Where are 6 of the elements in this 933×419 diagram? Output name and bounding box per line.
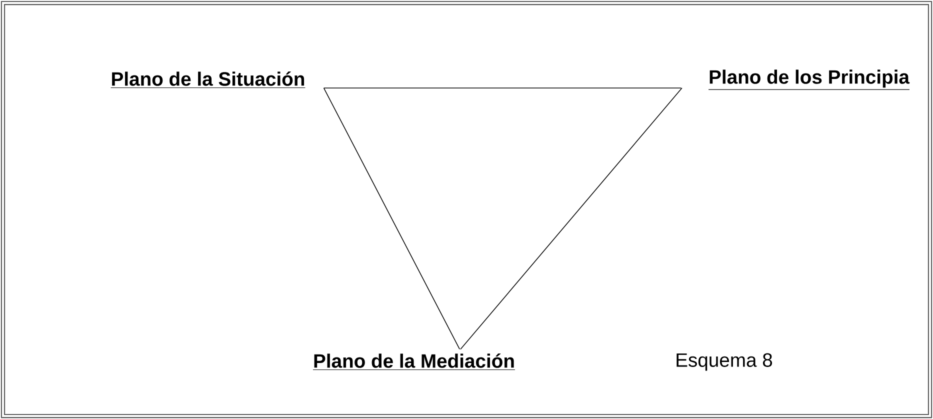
- plane-label: Plano de la Situación: [110, 72, 306, 88]
- triangle-side: [460, 88, 682, 350]
- plane-label: Plano de los Principia: [708, 70, 910, 90]
- plane-label: Plano de la Mediación: [312, 354, 516, 370]
- diagram-number: Esquema 8: [676, 353, 772, 371]
- triangle-side: [323, 88, 460, 350]
